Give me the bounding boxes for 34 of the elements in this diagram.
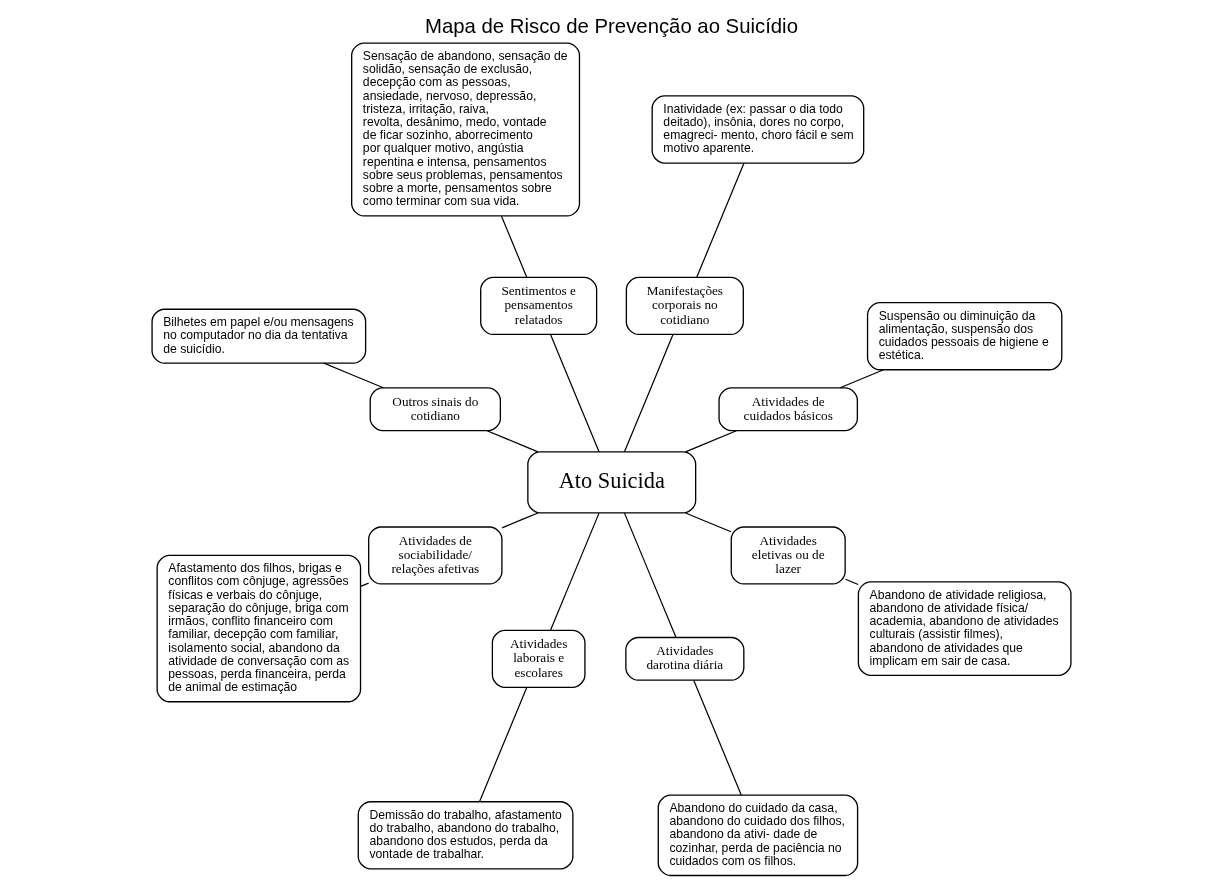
connector xyxy=(844,578,859,586)
connector xyxy=(322,362,384,389)
connector xyxy=(695,162,744,278)
node-box: Atividades de cuidados básicos xyxy=(717,387,858,432)
connector xyxy=(839,369,884,389)
connector xyxy=(478,687,527,803)
node-box: Afastamento dos filhos, brigas e conflitos com cônjuge, agressões físicas e verbais do cônjuge, separação do cônjuge, briga com irmãos, conflito financeiro com familiar, decepção com familiar, isolamento social, abandono da atividade de conversação com as pessoas, perda financeira, perda de animal de estimação xyxy=(156,554,361,703)
node-box: Atividades eletivas ou de lazer xyxy=(730,526,846,585)
connector xyxy=(623,512,677,638)
node-box: Sensação de abandono, sensação de solidão, sensação de exclusão, decepção com as pessoas, ansiedade, nervoso, depressão, tristeza, irritação, raiva, revolta, desânimo, medo, vontade de ficar sozinho, aborrecimento por qualquer motivo, angústia repentina e intensa, pensamentos sobre seus problemas, pensamentos sobre a morte, pensamentos sobre como terminar com sua vida. xyxy=(350,42,580,217)
node-box: Suspensão ou diminuição da alimentação, suspensão dos cuidados pessoais de higiene e estética. xyxy=(866,302,1062,371)
node-box: Inatividade (ex: passar o dia todo deitado), insônia, dores no corpo, emagreci- mento, choro fácil e sem motivo aparente. xyxy=(651,95,864,164)
connector xyxy=(549,333,600,453)
connector xyxy=(500,215,527,278)
node-box: Sentimentos e pensamentos relatados xyxy=(479,276,597,336)
diagram-title: Mapa de Risco de Prevenção ao Suicídio xyxy=(424,14,798,37)
connector xyxy=(549,512,600,631)
node-box: Atividades darotina diária xyxy=(624,636,744,681)
node-box: Abandono do cuidado da casa, abandono do cuidado dos filhos, abandono da ativi- dade de cozinhar, perda de paciência no cuidados com os filhos. xyxy=(657,794,858,877)
connector xyxy=(623,333,674,453)
connector xyxy=(500,512,539,529)
node-box: Atividades de sociabilidade/ relações afetivas xyxy=(367,526,503,585)
node-box: Bilhetes em papel e/ou mensagens no computador no dia da tentativa de suicídio. xyxy=(150,308,366,364)
connector xyxy=(359,582,369,588)
node-box: Ato Suicida xyxy=(526,451,696,514)
connector xyxy=(692,679,742,796)
node-box: Demissão do trabalho, afastamento do trabalho, abandono do trabalho, abandono dos estudos, perda da vontade de trabalhar. xyxy=(357,801,573,870)
node-box: Manifestações corporais no cotidiano xyxy=(625,276,744,336)
connector xyxy=(684,430,737,453)
node-box: Outros sinais do cotidiano xyxy=(369,387,501,432)
connector xyxy=(485,430,539,453)
node-box: Atividades laborais e escolares xyxy=(491,629,586,688)
connector xyxy=(684,512,732,533)
node-box: Abandono de atividade religiosa, abandono de atividade física/ academia, abandono de atividades culturais (assistir filmes), abandono de atividades que implicam em sair de casa. xyxy=(857,581,1072,676)
